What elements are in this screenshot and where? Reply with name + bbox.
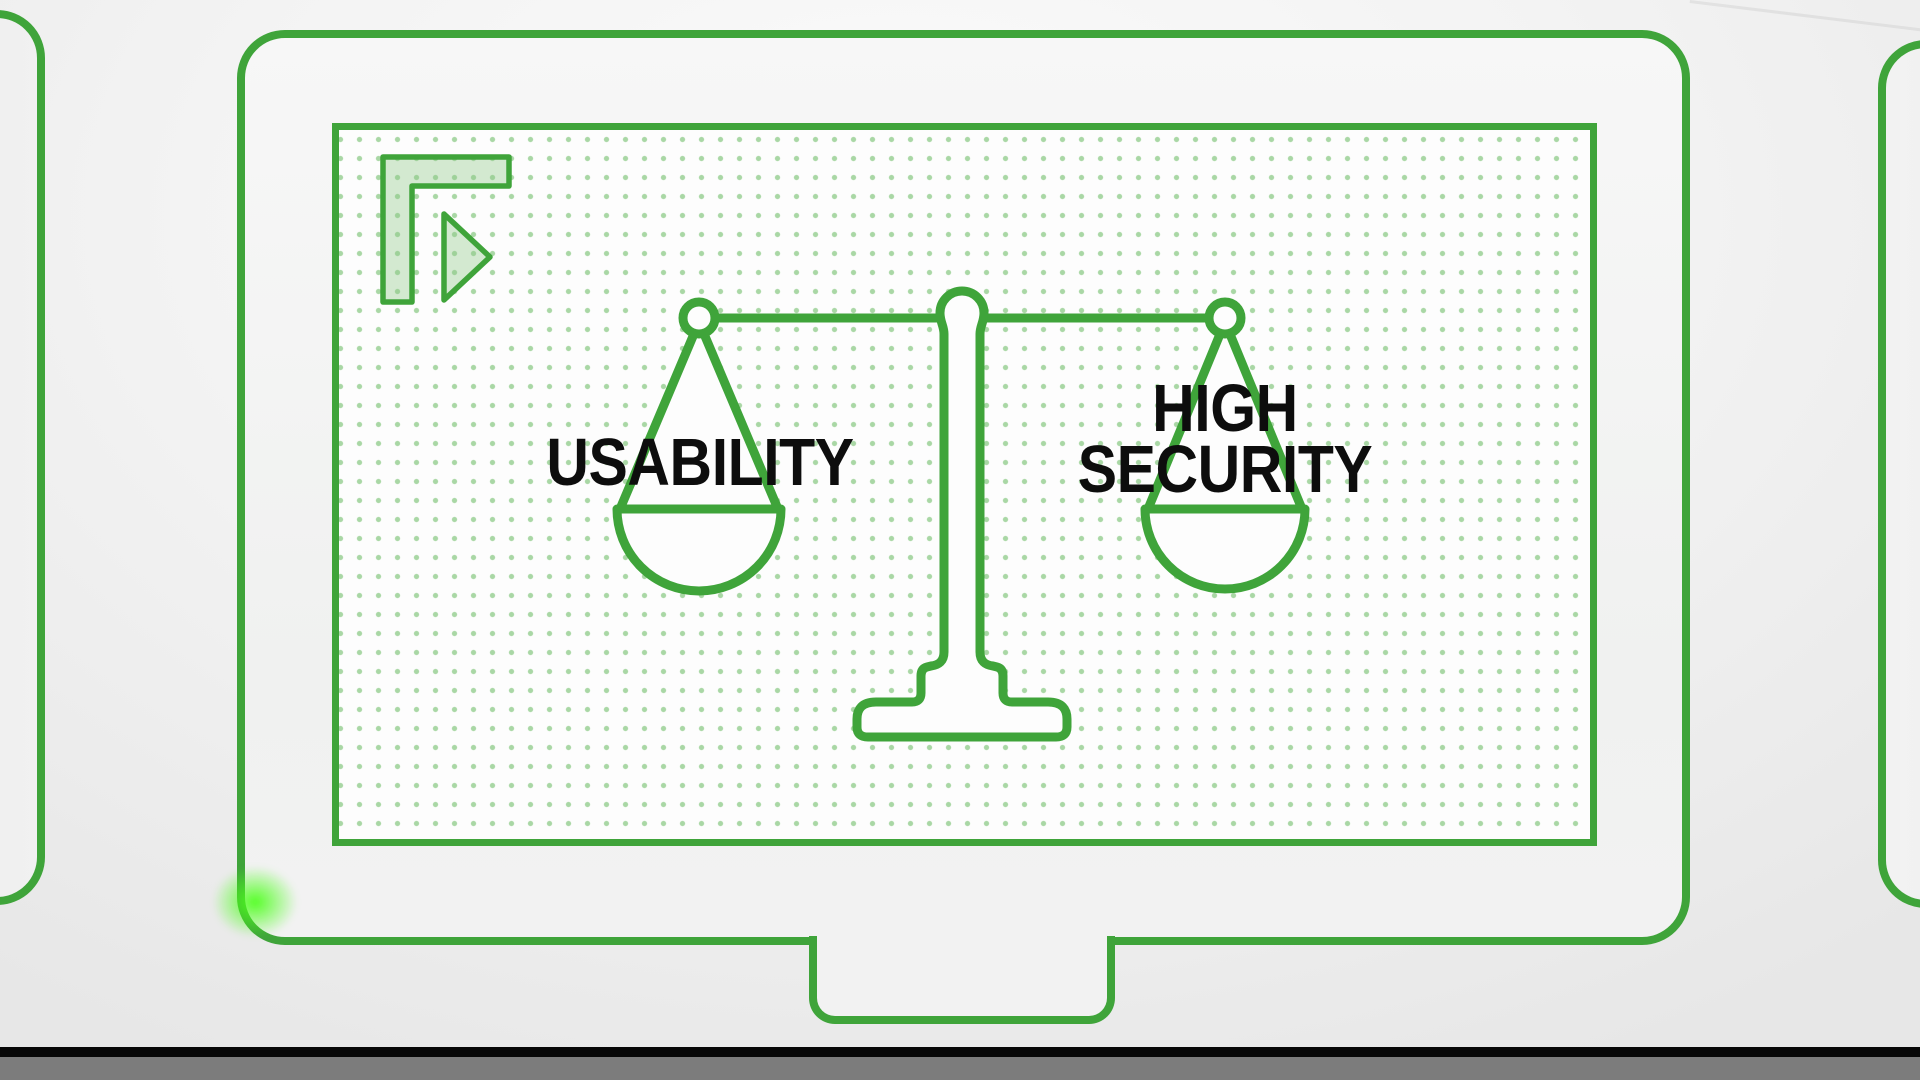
background-seam bbox=[1689, 0, 1920, 40]
desk-edge-band bbox=[0, 1047, 1920, 1057]
monitor-screen bbox=[332, 123, 1597, 846]
high-security-label-line1: HIGH bbox=[1152, 371, 1298, 446]
usability-label-text: USABILITY bbox=[546, 425, 854, 500]
monitor-partial-left bbox=[0, 10, 45, 905]
monitor-stand-neck bbox=[809, 936, 1115, 1024]
monitor-partial-right bbox=[1878, 40, 1920, 908]
high-security-label: HIGH SECURITY bbox=[1058, 371, 1393, 507]
high-security-label-line2: SECURITY bbox=[1077, 432, 1373, 507]
usability-label: USABILITY bbox=[525, 425, 874, 500]
desk-front-band bbox=[0, 1057, 1920, 1080]
